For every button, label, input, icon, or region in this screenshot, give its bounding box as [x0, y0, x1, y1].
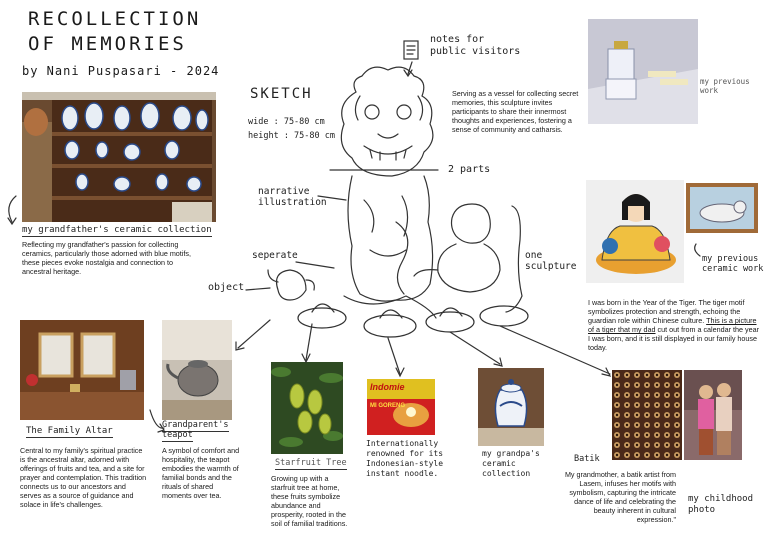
noodle-brand: Indomie [370, 382, 405, 392]
one-sculpture-label: one sculpture [525, 250, 577, 272]
tiger-ceramic-photo [586, 180, 684, 283]
noodle-flavor: MI GORENG [370, 403, 406, 409]
tiger-calendar-photo [686, 183, 758, 233]
notes-text: Serving as a vessel for collecting secre… [452, 89, 579, 134]
two-parts-label: 2 parts [448, 164, 491, 175]
previous-work-photo [588, 19, 698, 124]
childhood-label: my childhood photo [688, 494, 754, 515]
grandpa-ceramic-label: my grandpa's ceramic collection [482, 449, 540, 478]
family-altar-label: The Family Altar [26, 426, 113, 438]
starfruit-photo [271, 362, 343, 454]
noodle-photo: Indomie MI GORENG [367, 379, 435, 435]
batik-text: My grandmother, a batik artist from Lase… [564, 470, 676, 524]
ceramic-shelf-photo [22, 92, 216, 222]
previous-work-label-2: my previous ceramic work [702, 254, 764, 274]
batik-photo [612, 370, 682, 460]
teapot-text: A symbol of comfort and hospitality, the… [162, 446, 240, 500]
teapot-label: Grandparent's teapot [162, 420, 229, 442]
ceramic-collection-text: Reflecting my grandfather's passion for … [22, 240, 191, 276]
ceramic-collection-label: my grandfather's ceramic collection [22, 225, 212, 237]
title-line-1: RECOLLECTION [28, 8, 202, 30]
title-line-2: OF MEMORIES [28, 33, 187, 55]
teapot-photo [162, 320, 232, 420]
batik-label: Batik [574, 454, 600, 464]
notes-label: notes for public visitors [430, 34, 521, 57]
sketch-wide: wide : 75-80 cm [248, 117, 325, 127]
narrative-label: narrative illustration [258, 186, 327, 208]
object-label: object [208, 282, 245, 293]
childhood-photo [684, 370, 742, 460]
seperate-label: seperate [252, 250, 298, 261]
byline: by Nani Puspasari - 2024 [22, 64, 220, 78]
previous-work-label-1: my previous work [700, 77, 750, 95]
grandpa-ceramic-photo [478, 368, 544, 446]
starfruit-text: Growing up with a starfruit tree at home… [271, 474, 348, 528]
noodle-label: Internationally renowned for its Indones… [366, 439, 444, 478]
family-altar-text: Central to my family's spiritual practic… [20, 446, 147, 509]
tiger-text: I was born in the Year of the Tiger. The… [588, 298, 760, 352]
sketch-height: height : 75-80 cm [248, 131, 335, 141]
family-altar-photo [20, 320, 144, 420]
starfruit-label: Starfruit Tree [275, 458, 347, 470]
sketch-label: SKETCH [250, 86, 313, 102]
